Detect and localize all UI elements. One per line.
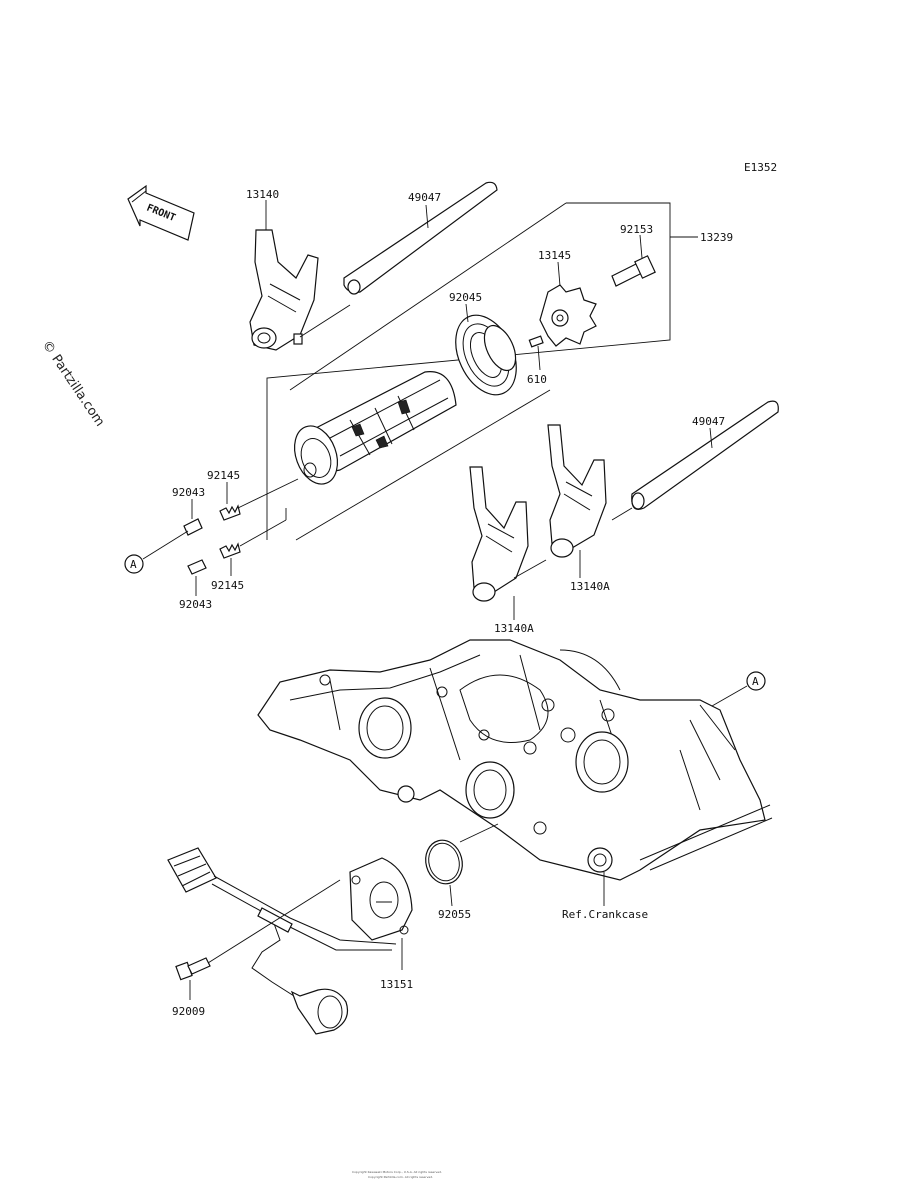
ref-marker-a-lower: A xyxy=(746,671,766,691)
label-49047-lower: 49047 xyxy=(692,415,725,428)
label-49047-upper: 49047 xyxy=(408,191,441,204)
pin-92043-lower xyxy=(187,559,207,575)
connector-plug xyxy=(167,847,217,893)
bolt-92153 xyxy=(611,255,656,287)
spring-92145-lower xyxy=(219,542,241,559)
group-bracket-13239 xyxy=(266,202,698,540)
spring-92145-upper xyxy=(219,504,241,521)
label-92153: 92153 xyxy=(620,223,653,236)
front-arrow-icon: FRONT xyxy=(127,184,195,241)
shift-fork-13140a-left xyxy=(469,466,529,602)
label-92145-upper: 92145 xyxy=(207,469,240,482)
segment-13145 xyxy=(539,284,597,347)
label-92009: 92009 xyxy=(172,1005,205,1018)
label-92043-lower: 92043 xyxy=(179,598,212,611)
shift-fork-13140 xyxy=(249,229,319,351)
ref-marker-a-upper-label: A xyxy=(130,558,137,571)
diagram-code: E1352 xyxy=(744,161,777,174)
footer-copyright-1: Copyright Kawasaki Motors Corp., U.S.A. … xyxy=(352,1170,442,1174)
shift-fork-13140a-right xyxy=(547,424,607,558)
sensor-13151 xyxy=(349,857,413,941)
crankcase xyxy=(257,639,773,881)
ref-marker-a-upper: A xyxy=(124,554,144,574)
bearing-92045 xyxy=(455,314,517,396)
shift-rod-49047-lower xyxy=(631,400,779,510)
label-13239: 13239 xyxy=(700,231,733,244)
ref-marker-a-lower-label: A xyxy=(752,675,759,688)
label-92055: 92055 xyxy=(438,908,471,921)
label-610: 610 xyxy=(527,373,547,386)
label-13140a-right: 13140A xyxy=(570,580,610,593)
wire-harness xyxy=(211,875,397,997)
label-92145-lower: 92145 xyxy=(211,579,244,592)
footer-copyright-2: Copyright Partzilla.com. All rights rese… xyxy=(368,1175,433,1179)
label-13140: 13140 xyxy=(246,188,279,201)
label-ref-crankcase: Ref.Crankcase xyxy=(562,908,648,921)
label-13151: 13151 xyxy=(380,978,413,991)
pin-92043-upper xyxy=(183,518,203,536)
label-13145: 13145 xyxy=(538,249,571,262)
sensor-end xyxy=(290,988,349,1035)
bolt-92009 xyxy=(175,957,211,981)
label-92043-upper: 92043 xyxy=(172,486,205,499)
label-92045: 92045 xyxy=(449,291,482,304)
shift-drum xyxy=(293,371,457,485)
label-13140a-left: 13140A xyxy=(494,622,534,635)
pin-610 xyxy=(528,335,544,348)
oring-92055 xyxy=(425,839,463,885)
shift-rod-49047-upper xyxy=(343,181,498,295)
watermark: © Partzilla.com xyxy=(39,338,108,430)
